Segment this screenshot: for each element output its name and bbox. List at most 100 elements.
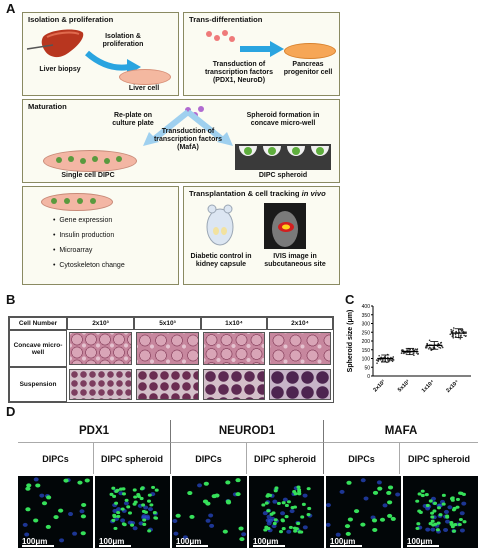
marker-positive-cell	[387, 500, 393, 505]
nucleus-blue	[112, 508, 118, 513]
data-point	[465, 331, 467, 333]
marker-positive-cell	[274, 486, 279, 490]
data-point	[425, 346, 428, 349]
marker-positive-cell	[430, 519, 435, 523]
split-arrows-icon	[143, 110, 233, 146]
marker-positive-cell	[449, 521, 454, 525]
marker-positive-cell	[46, 495, 52, 500]
marker-positive-cell	[458, 517, 463, 522]
nucleus-blue	[120, 518, 126, 523]
marker-positive-cell	[296, 485, 301, 489]
mouse-icon	[206, 204, 234, 246]
marker-positive-cell	[293, 529, 298, 533]
subcol-header: DIPC spheroid	[247, 442, 324, 474]
marker-positive-cell	[288, 525, 293, 530]
marker-positive-cell	[344, 524, 351, 529]
nucleus-blue	[39, 493, 45, 498]
marker-positive-cell	[147, 493, 152, 497]
marker-positive-cell	[120, 507, 125, 511]
marker-positive-cell	[109, 492, 114, 496]
marker-positive-cell	[45, 524, 51, 529]
fluorescence-image: 100μm	[18, 476, 93, 548]
microwell-image	[136, 332, 199, 365]
nucleus-blue	[302, 493, 308, 498]
transplant-box: Transplantation & cell tracking in vivo …	[183, 186, 340, 285]
data-point	[388, 360, 391, 362]
scale-label: 100μm	[99, 537, 125, 546]
single-cell-dish	[43, 150, 137, 172]
data-point	[402, 352, 405, 354]
replate-text-1: Re-plate on	[113, 112, 153, 119]
marker-positive-cell	[417, 492, 422, 496]
marker-positive-cell	[345, 531, 351, 536]
marker-positive-cell	[450, 525, 455, 529]
marker-positive-cell	[235, 478, 241, 483]
isolation-box: Isolation & proliferation Isolation & pr…	[22, 12, 179, 96]
nucleus-blue	[443, 527, 449, 532]
panel-label-b: B	[6, 292, 16, 307]
data-point	[454, 333, 457, 336]
x-tick-label: 2x10³	[372, 378, 387, 393]
nucleus-blue	[123, 501, 129, 506]
marker-positive-cell	[121, 492, 126, 496]
data-point	[428, 339, 431, 342]
marker-positive-cell	[111, 486, 116, 490]
suspension-image	[269, 369, 331, 400]
data-point	[450, 330, 453, 333]
analysis-item-text: Gene expression	[59, 217, 113, 224]
marker-positive-cell	[132, 488, 137, 492]
fluorescence-image: 100μm	[172, 476, 247, 548]
diabetic-label-2: kidney capsule	[195, 261, 247, 268]
nucleus-blue	[271, 524, 277, 529]
y-tick-label: 100	[362, 357, 371, 363]
marker-positive-cell	[450, 498, 455, 502]
nucleus-blue	[461, 501, 467, 506]
nucleus-blue	[443, 509, 449, 514]
data-point	[391, 360, 394, 363]
marker-positive-cell	[290, 506, 295, 510]
analysis-item: • Gene expression	[53, 217, 113, 224]
marker-positive-cell	[139, 487, 144, 491]
marker-positive-cell	[296, 521, 301, 526]
marker-positive-cell	[205, 501, 211, 506]
tf-mafa-text-2: transcription factors	[153, 136, 223, 143]
data-point	[380, 356, 383, 359]
fluorescence-cells	[172, 478, 247, 542]
fluorescence-cells	[261, 485, 313, 534]
marker-positive-cell	[132, 502, 137, 506]
marker-positive-cell	[415, 526, 420, 531]
marker-positive-cell	[441, 493, 446, 497]
data-point	[463, 331, 465, 333]
transdiff-line-2: transcription factors	[204, 69, 274, 76]
marker-positive-cell	[116, 510, 121, 515]
nucleus-blue	[144, 514, 150, 519]
subcol-header: DIPC spheroid	[400, 442, 478, 474]
marker-positive-cell	[264, 525, 269, 529]
marker-positive-cell	[273, 518, 278, 522]
analysis-dish	[41, 193, 113, 211]
scale-label: 100μm	[176, 537, 202, 546]
marker-positive-cell	[451, 529, 456, 533]
nucleus-blue	[360, 478, 366, 483]
nucleus-blue	[262, 511, 268, 516]
y-tick-label: 200	[362, 339, 371, 345]
nucleus-blue	[459, 511, 465, 516]
transdiff-line-1: Transduction of	[212, 61, 266, 68]
marker-positive-cell	[276, 501, 281, 506]
data-point	[430, 349, 433, 351]
marker-positive-cell	[301, 502, 306, 506]
scale-label: 100μm	[253, 537, 279, 546]
marker-positive-cell	[142, 522, 147, 527]
marker-positive-cell	[189, 514, 195, 519]
marker-positive-cell	[441, 502, 446, 506]
nucleus-blue	[280, 511, 286, 516]
marker-positive-cell	[147, 529, 152, 533]
marker-positive-cell	[286, 500, 291, 504]
liver-cell-label: Liver cell	[128, 85, 160, 92]
transplant-title-italic: in vivo	[301, 189, 326, 198]
data-point	[377, 359, 379, 362]
marker-header: PDX1	[18, 420, 171, 442]
marker-positive-cell	[238, 526, 244, 531]
analysis-item-text: Microarray	[59, 247, 93, 254]
nucleus-blue	[143, 505, 149, 510]
